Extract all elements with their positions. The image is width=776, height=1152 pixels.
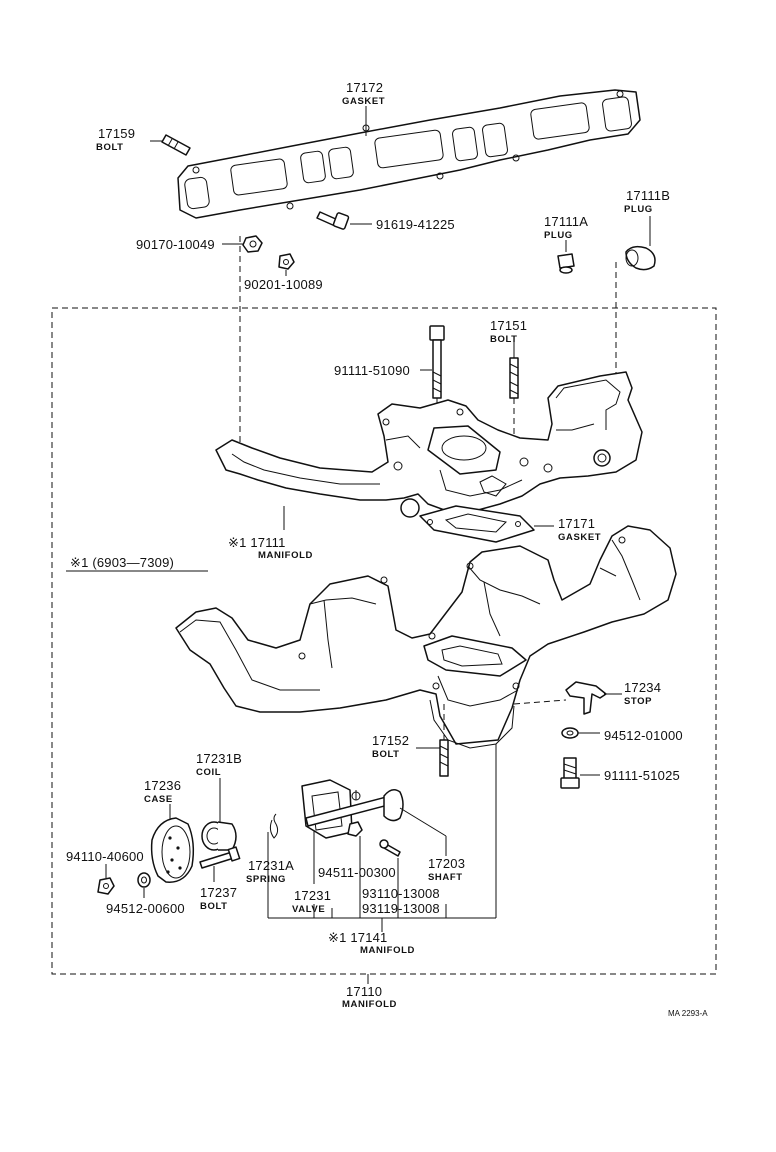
svg-text:17234: 17234 — [624, 680, 661, 695]
nut-90201-drawing — [278, 253, 295, 270]
label-17231: 17231 VALVE — [292, 888, 331, 915]
bolt-91111-51090-drawing — [429, 325, 445, 399]
svg-text:MANIFOLD: MANIFOLD — [342, 999, 397, 1010]
svg-text:STOP: STOP — [624, 696, 652, 707]
label-17110: 17110 MANIFOLD — [342, 984, 397, 1010]
label-17151: 17151 BOLT — [490, 318, 527, 345]
svg-text:17231B: 17231B — [196, 751, 242, 766]
manifold-17111-drawing — [215, 371, 643, 518]
svg-text:GASKET: GASKET — [342, 96, 385, 107]
svg-text:※1 17141: ※1 17141 — [328, 930, 387, 945]
nut-94511-00300-drawing — [347, 821, 363, 837]
label-90170-10049: 90170-10049 — [136, 237, 215, 252]
label-17111b: 17111B PLUG — [624, 188, 670, 215]
label-17234: 17234 STOP — [624, 680, 661, 707]
label-94511-00300: 94511-00300 — [318, 865, 396, 880]
label-17171: 17171 GASKET — [558, 516, 601, 543]
svg-text:MANIFOLD: MANIFOLD — [360, 945, 415, 956]
washer-94512-00600-drawing — [137, 872, 151, 888]
label-17231a: 17231A SPRING — [246, 858, 294, 885]
plug-17111b-drawing — [625, 245, 656, 271]
label-17236: 17236 CASE — [144, 778, 181, 805]
group-17141-leaders — [267, 744, 497, 932]
svg-text:SPRING: SPRING — [246, 874, 286, 885]
svg-text:17152: 17152 — [372, 733, 409, 748]
svg-text:17236: 17236 — [144, 778, 181, 793]
label-17152: 17152 BOLT — [372, 733, 409, 760]
label-91619-41225: 91619-41225 — [376, 217, 455, 232]
label-94512-00600: 94512-00600 — [106, 901, 185, 916]
label-90201-10089: 90201-10089 — [244, 277, 323, 292]
label-91111-51090: 91111-51090 — [334, 363, 410, 378]
label-17231b: 17231B COIL — [196, 751, 242, 778]
bolt-17237-drawing — [199, 846, 241, 869]
svg-text:VALVE: VALVE — [292, 904, 325, 915]
svg-text:17237: 17237 — [200, 885, 237, 900]
washer-94512-01000-drawing — [561, 727, 579, 739]
svg-text:17110: 17110 — [346, 984, 382, 999]
shaft-17203-drawing — [305, 789, 404, 827]
svg-text:COIL: COIL — [196, 767, 221, 778]
svg-text:BOLT: BOLT — [200, 901, 228, 912]
svg-text:BOLT: BOLT — [490, 334, 518, 345]
svg-text:PLUG: PLUG — [544, 230, 573, 241]
label-17111: ※1 17111 MANIFOLD — [228, 535, 313, 561]
svg-text:17151: 17151 — [490, 318, 527, 333]
spring-17231a-drawing — [269, 813, 279, 839]
bolt-17152-drawing — [439, 739, 449, 777]
svg-text:17231A: 17231A — [248, 858, 294, 873]
screw-93110-drawing — [379, 839, 401, 857]
svg-text:17159: 17159 — [98, 126, 135, 141]
label-17237: 17237 BOLT — [200, 885, 237, 912]
bolt-17151-drawing — [509, 357, 519, 399]
plug-17111a-drawing — [557, 253, 575, 274]
svg-text:BOLT: BOLT — [96, 142, 124, 153]
svg-text:17111A: 17111A — [544, 214, 588, 229]
svg-text:MANIFOLD: MANIFOLD — [258, 550, 313, 561]
svg-text:17203: 17203 — [428, 856, 465, 871]
label-93110-13008: 93110-13008 — [362, 886, 440, 901]
svg-text:GASKET: GASKET — [558, 532, 601, 543]
bolt-91619-drawing — [316, 211, 350, 230]
svg-text:PLUG: PLUG — [624, 204, 653, 215]
label-17203: 17203 SHAFT — [428, 856, 465, 883]
label-93119-13008: 93119-13008 — [362, 901, 440, 916]
bolt-17159-drawing — [161, 134, 191, 156]
svg-text:17172: 17172 — [346, 80, 383, 95]
svg-text:SHAFT: SHAFT — [428, 872, 463, 883]
case-17236-drawing — [150, 817, 195, 883]
svg-text:17231: 17231 — [294, 888, 331, 903]
label-17172: 17172 GASKET — [342, 80, 385, 107]
svg-text:CASE: CASE — [144, 794, 173, 805]
label-91111-51025: 91111-51025 — [604, 768, 680, 783]
coil-17231b-drawing — [201, 821, 237, 851]
nut-90170-drawing — [242, 235, 263, 253]
manifold-17141-drawing — [175, 525, 677, 749]
svg-text:17171: 17171 — [558, 516, 595, 531]
svg-text:17111B: 17111B — [626, 188, 670, 203]
nut-94110-drawing — [97, 877, 115, 895]
label-94110-40600: 94110-40600 — [66, 849, 144, 864]
svg-text:BOLT: BOLT — [372, 749, 400, 760]
assembly-boundary — [51, 307, 717, 975]
label-94512-01000: 94512-01000 — [604, 728, 683, 743]
note-range: ※1 (6903—7309) — [70, 555, 174, 570]
label-17111a: 17111A PLUG — [544, 214, 588, 241]
label-17141: ※1 17141 MANIFOLD — [328, 930, 415, 956]
gasket-17172-drawing — [177, 89, 641, 219]
reference-code: MA 2293-A — [668, 1009, 708, 1018]
label-17159: 17159 BOLT — [96, 126, 135, 153]
gasket-17171-drawing — [419, 505, 535, 543]
bolt-91111-51025-drawing — [560, 757, 580, 789]
svg-text:※1 17111: ※1 17111 — [228, 535, 286, 550]
stop-17234-drawing — [565, 681, 607, 715]
